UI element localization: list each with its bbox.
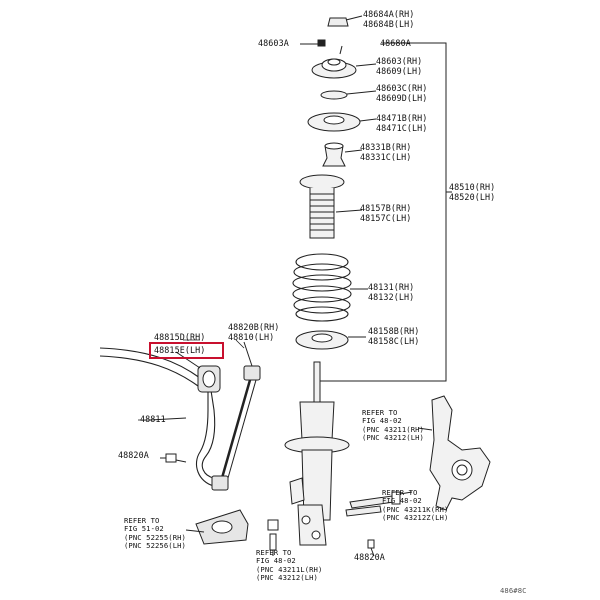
part-number: 48471C(LH) bbox=[376, 122, 428, 133]
ref-line: REFER TO bbox=[362, 408, 398, 417]
diagram-code: 486#8C bbox=[500, 586, 527, 595]
nut-48820a-left bbox=[160, 453, 187, 463]
part-number: 48603C(RH) bbox=[376, 83, 428, 93]
ref-line: FIG 48-02 bbox=[362, 416, 402, 426]
ref-line: (PNC 52256(LH) bbox=[124, 540, 186, 550]
nut-48684 bbox=[327, 15, 363, 27]
ref-fig48-02-lower[interactable]: REFER TO FIG 48-02 (PNC 43211L(RH) (PNC … bbox=[256, 548, 323, 582]
coil-spring-48131 bbox=[292, 253, 368, 322]
part-number: 48510(RH) bbox=[449, 182, 496, 192]
ref-line: (PNC 43212(LH) bbox=[362, 432, 424, 442]
part-number: 48158B(RH) bbox=[368, 326, 420, 336]
ref-line: REFER TO bbox=[382, 488, 418, 497]
ref-line: (PNC 43211K(RH) bbox=[382, 504, 449, 514]
bearing-48603c bbox=[320, 90, 377, 100]
label-48603a[interactable]: 48603A bbox=[258, 38, 289, 48]
label-48820a-left[interactable]: 48820A bbox=[118, 450, 149, 460]
stabilizer-bar-48811 bbox=[99, 347, 216, 487]
nut-48820a-bottom bbox=[267, 519, 375, 557]
stabilizer-link-48820b bbox=[211, 341, 261, 491]
spring-seat-48471 bbox=[307, 112, 377, 132]
nut-48603a bbox=[300, 39, 326, 47]
part-number: 48471B(RH) bbox=[376, 113, 428, 123]
label-48603c[interactable]: 48603C(RH) 48609D(LH) bbox=[376, 83, 428, 103]
part-number: 48609D(LH) bbox=[376, 92, 428, 103]
part-number: 48132(LH) bbox=[368, 291, 415, 302]
label-48815e[interactable]: 48815E(LH) bbox=[154, 345, 206, 355]
part-number: 48331C(LH) bbox=[360, 151, 412, 162]
ref-line: FIG 48-02 bbox=[256, 556, 296, 566]
knuckle-bolts bbox=[345, 491, 413, 517]
part-number: 48520(LH) bbox=[449, 191, 496, 202]
ref-fig48-02-upper[interactable]: REFER TO FIG 48-02 (PNC 43211(RH) (PNC 4… bbox=[362, 408, 424, 442]
label-48331[interactable]: 48331B(RH) 48331C(LH) bbox=[360, 142, 412, 162]
ref-fig51-02[interactable]: REFER TO FIG 51-02 (PNC 52255(RH) (PNC 5… bbox=[124, 516, 186, 550]
label-48603[interactable]: 48603(RH) 48609(LH) bbox=[376, 56, 423, 76]
highlight-box bbox=[149, 342, 224, 359]
part-number: 48157C(LH) bbox=[360, 212, 412, 223]
ref-line: (PNC 52255(RH) bbox=[124, 532, 186, 542]
steering-knuckle bbox=[417, 395, 491, 511]
label-48811[interactable]: 48811 bbox=[140, 414, 166, 424]
label-48510[interactable]: 48510(RH) 48520(LH) bbox=[449, 182, 496, 202]
label-48820a-bottom[interactable]: 48820A bbox=[354, 552, 385, 562]
part-number: 48820B(RH) bbox=[228, 322, 280, 332]
part-number: 48684B(LH) bbox=[363, 18, 415, 29]
ref-line: (PNC 43212(LH) bbox=[256, 572, 318, 582]
shock-absorber bbox=[284, 361, 350, 546]
bump-stopper-48331 bbox=[322, 142, 363, 167]
part-number: 48131(RH) bbox=[368, 282, 415, 292]
ref-line: FIG 48-02 bbox=[382, 496, 422, 506]
bushing-clamp bbox=[185, 509, 249, 545]
ref-line: REFER TO bbox=[124, 516, 160, 525]
label-48680a[interactable]: 48680A bbox=[380, 38, 411, 48]
ref-line: (PNC 43211(RH) bbox=[362, 424, 424, 434]
label-48815d[interactable]: 48815D(RH) bbox=[154, 332, 206, 342]
part-number: 48158C(LH) bbox=[368, 335, 420, 346]
upper-support-48603 bbox=[311, 45, 377, 79]
label-48157[interactable]: 48157B(RH) 48157C(LH) bbox=[360, 203, 412, 223]
ref-line: FIG 51-02 bbox=[124, 524, 164, 534]
part-number: 48609(LH) bbox=[376, 65, 423, 76]
assembly-bracket bbox=[320, 42, 447, 382]
ref-line: (PNC 43212Z(LH) bbox=[382, 512, 449, 522]
stabilizer-bushing-48815 bbox=[175, 351, 221, 393]
ref-fig48-02-mid[interactable]: REFER TO FIG 48-02 (PNC 43211K(RH) (PNC … bbox=[382, 488, 449, 522]
label-48684[interactable]: 48684A(RH) 48684B(LH) bbox=[363, 9, 415, 29]
part-number: 48157B(RH) bbox=[360, 203, 412, 213]
ref-line: REFER TO bbox=[256, 548, 292, 557]
label-48131[interactable]: 48131(RH) 48132(LH) bbox=[368, 282, 415, 302]
part-number: 48810(LH) bbox=[228, 331, 275, 342]
label-48471[interactable]: 48471B(RH) 48471C(LH) bbox=[376, 113, 428, 133]
dust-boot-48157 bbox=[299, 174, 363, 239]
label-48158[interactable]: 48158B(RH) 48158C(LH) bbox=[368, 326, 420, 346]
label-48820b[interactable]: 48820B(RH) 48810(LH) bbox=[228, 322, 280, 342]
part-number: 48331B(RH) bbox=[360, 142, 412, 152]
part-number: 48603(RH) bbox=[376, 56, 423, 66]
insulator-48158 bbox=[295, 330, 366, 350]
ref-line: (PNC 43211L(RH) bbox=[256, 564, 323, 574]
part-number: 48684A(RH) bbox=[363, 9, 415, 19]
